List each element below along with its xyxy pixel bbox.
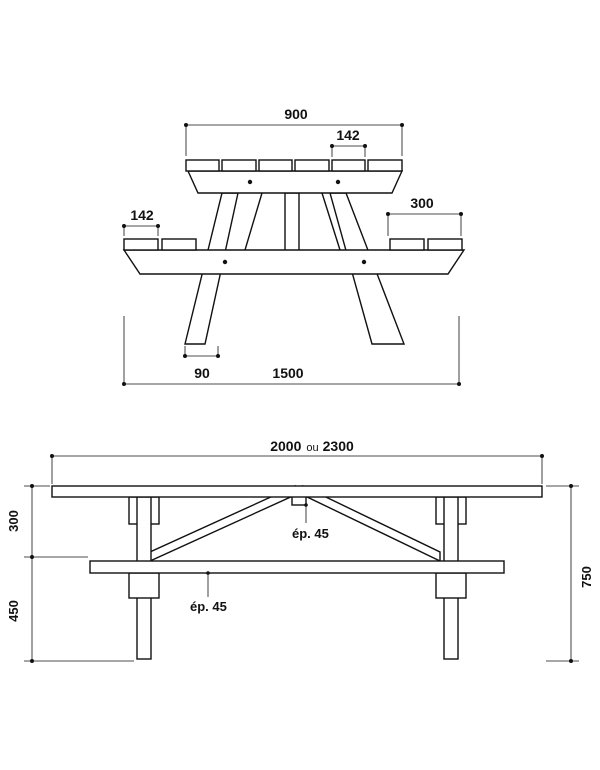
- end-center-post: [284, 192, 300, 254]
- end-brace-right: [321, 192, 341, 251]
- dim-300-overhang: 300: [386, 195, 463, 236]
- dim-length: 2000 ou 2300: [50, 438, 544, 484]
- top-board-6: [367, 159, 403, 172]
- end-seat-bolt-right: [361, 259, 367, 265]
- label-seat-thickness: ép. 45: [190, 599, 227, 614]
- end-top-rail: [186, 170, 404, 194]
- dim-900: 900: [184, 106, 404, 156]
- side-seat: [89, 560, 505, 574]
- dim-1500: 1500: [122, 316, 461, 386]
- dim-450-height-label: 450: [6, 600, 21, 622]
- side-view: ép. 45 ép. 45 2000 ou 2300 300 450: [6, 438, 594, 663]
- label-brace-thickness: ép. 45: [292, 526, 329, 541]
- dim-750-height-label: 750: [579, 566, 594, 588]
- dim-900-label: 900: [284, 106, 308, 122]
- end-top-bolt-left: [247, 179, 253, 185]
- top-board-1: [185, 159, 220, 172]
- dim-left-vertical: 300 450: [6, 484, 134, 663]
- end-view: 900 142 142 300: [122, 106, 466, 386]
- end-top-bolt-right: [335, 179, 341, 185]
- dim-length-or: ou: [306, 442, 318, 454]
- end-brace-left: [244, 192, 263, 251]
- bench-board-right-2: [427, 238, 463, 251]
- dim-142-bench: 142: [122, 207, 160, 236]
- side-right-lower-block: [435, 572, 467, 599]
- side-left-lower-block: [128, 572, 160, 599]
- dim-142-top-label: 142: [336, 127, 360, 143]
- top-board-4: [294, 159, 330, 172]
- bench-board-right-1: [389, 238, 425, 251]
- dim-right-vertical: 750: [546, 484, 594, 663]
- top-board-3: [258, 159, 293, 172]
- dim-300-height-label: 300: [6, 510, 21, 532]
- dim-length-b: 2300: [323, 438, 354, 454]
- dim-142-bench-label: 142: [130, 207, 154, 223]
- side-table-top: [51, 485, 543, 498]
- end-seat-rail: [122, 249, 466, 275]
- end-seat-bolt-left: [222, 259, 228, 265]
- dim-90: 90: [183, 346, 220, 381]
- top-board-2: [221, 159, 257, 172]
- dim-length-label: 2000 ou 2300: [270, 438, 354, 454]
- bench-board-left-2: [161, 238, 197, 251]
- dim-90-label: 90: [194, 365, 210, 381]
- dim-300-overhang-label: 300: [410, 195, 434, 211]
- dim-length-a: 2000: [270, 438, 301, 454]
- bench-board-left-1: [123, 238, 159, 251]
- top-board-5: [331, 159, 366, 172]
- dim-1500-label: 1500: [272, 365, 303, 381]
- dim-142-top: 142: [330, 127, 367, 157]
